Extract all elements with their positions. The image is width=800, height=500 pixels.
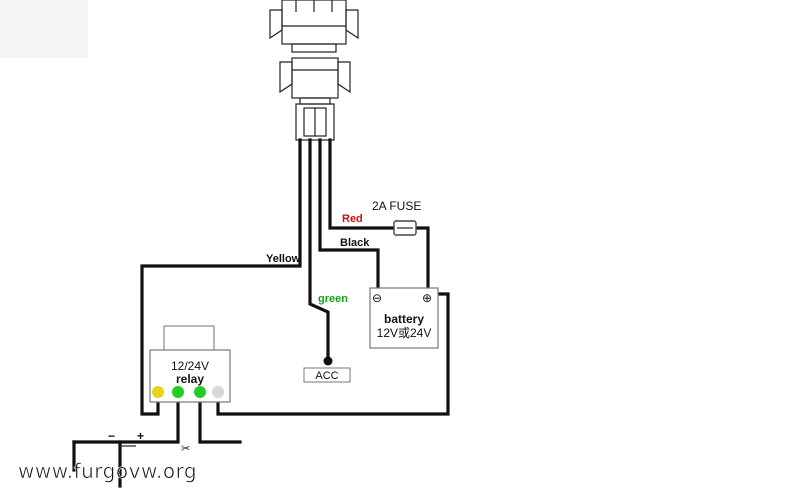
upper-plug bbox=[269, 0, 359, 53]
relay-voltage: 12/24V bbox=[171, 359, 209, 373]
fuse-label: 2A FUSE bbox=[372, 199, 421, 213]
output-wire-left bbox=[118, 392, 180, 488]
lower-plug bbox=[279, 57, 351, 141]
relay-pin-green-1 bbox=[172, 386, 184, 398]
wires bbox=[72, 138, 450, 488]
watermark: www.furgovw.org bbox=[18, 459, 197, 483]
green-wire-label: green bbox=[318, 293, 348, 305]
relay: 12/24V relay bbox=[149, 325, 231, 403]
scissors-icon: ✂ bbox=[181, 443, 190, 455]
connector-assembly bbox=[269, 0, 359, 141]
relay-title: relay bbox=[176, 372, 204, 386]
relay-pin-green-2 bbox=[194, 386, 206, 398]
acc-terminal-dot bbox=[323, 356, 333, 366]
battery-to-relay-wire bbox=[216, 292, 450, 416]
red-wire bbox=[328, 138, 396, 230]
output-load: − + ✂ bbox=[108, 429, 190, 455]
yellow-wire bbox=[140, 138, 302, 416]
battery-negative-terminal: ⊖ bbox=[372, 291, 382, 305]
black-wire bbox=[318, 138, 380, 292]
acc: ACC bbox=[303, 367, 351, 383]
green-wire bbox=[308, 138, 330, 362]
battery-title: battery bbox=[384, 312, 424, 326]
acc-box bbox=[303, 367, 351, 383]
output-wire-right bbox=[198, 392, 242, 444]
relay-pin-yellow bbox=[152, 386, 164, 398]
battery-voltage: 12V或24V bbox=[377, 326, 432, 340]
red-wire-after-fuse bbox=[414, 226, 430, 292]
fuse: 2A FUSE bbox=[372, 199, 421, 236]
battery: ⊖ ⊕ battery 12V或24V bbox=[369, 287, 439, 349]
relay-cap bbox=[163, 325, 215, 353]
yellow-wire-label: Yellow bbox=[266, 253, 301, 265]
battery-body bbox=[369, 287, 439, 349]
black-wire-label: Black bbox=[340, 237, 370, 249]
relay-pin-gray bbox=[212, 386, 224, 398]
acc-label: ACC bbox=[315, 370, 338, 382]
battery-positive-terminal: ⊕ bbox=[422, 291, 432, 305]
background-swatch bbox=[0, 0, 88, 58]
output-plus-label: + bbox=[137, 429, 144, 443]
output-minus-label: − bbox=[108, 429, 115, 443]
red-wire-label: Red bbox=[342, 213, 363, 225]
